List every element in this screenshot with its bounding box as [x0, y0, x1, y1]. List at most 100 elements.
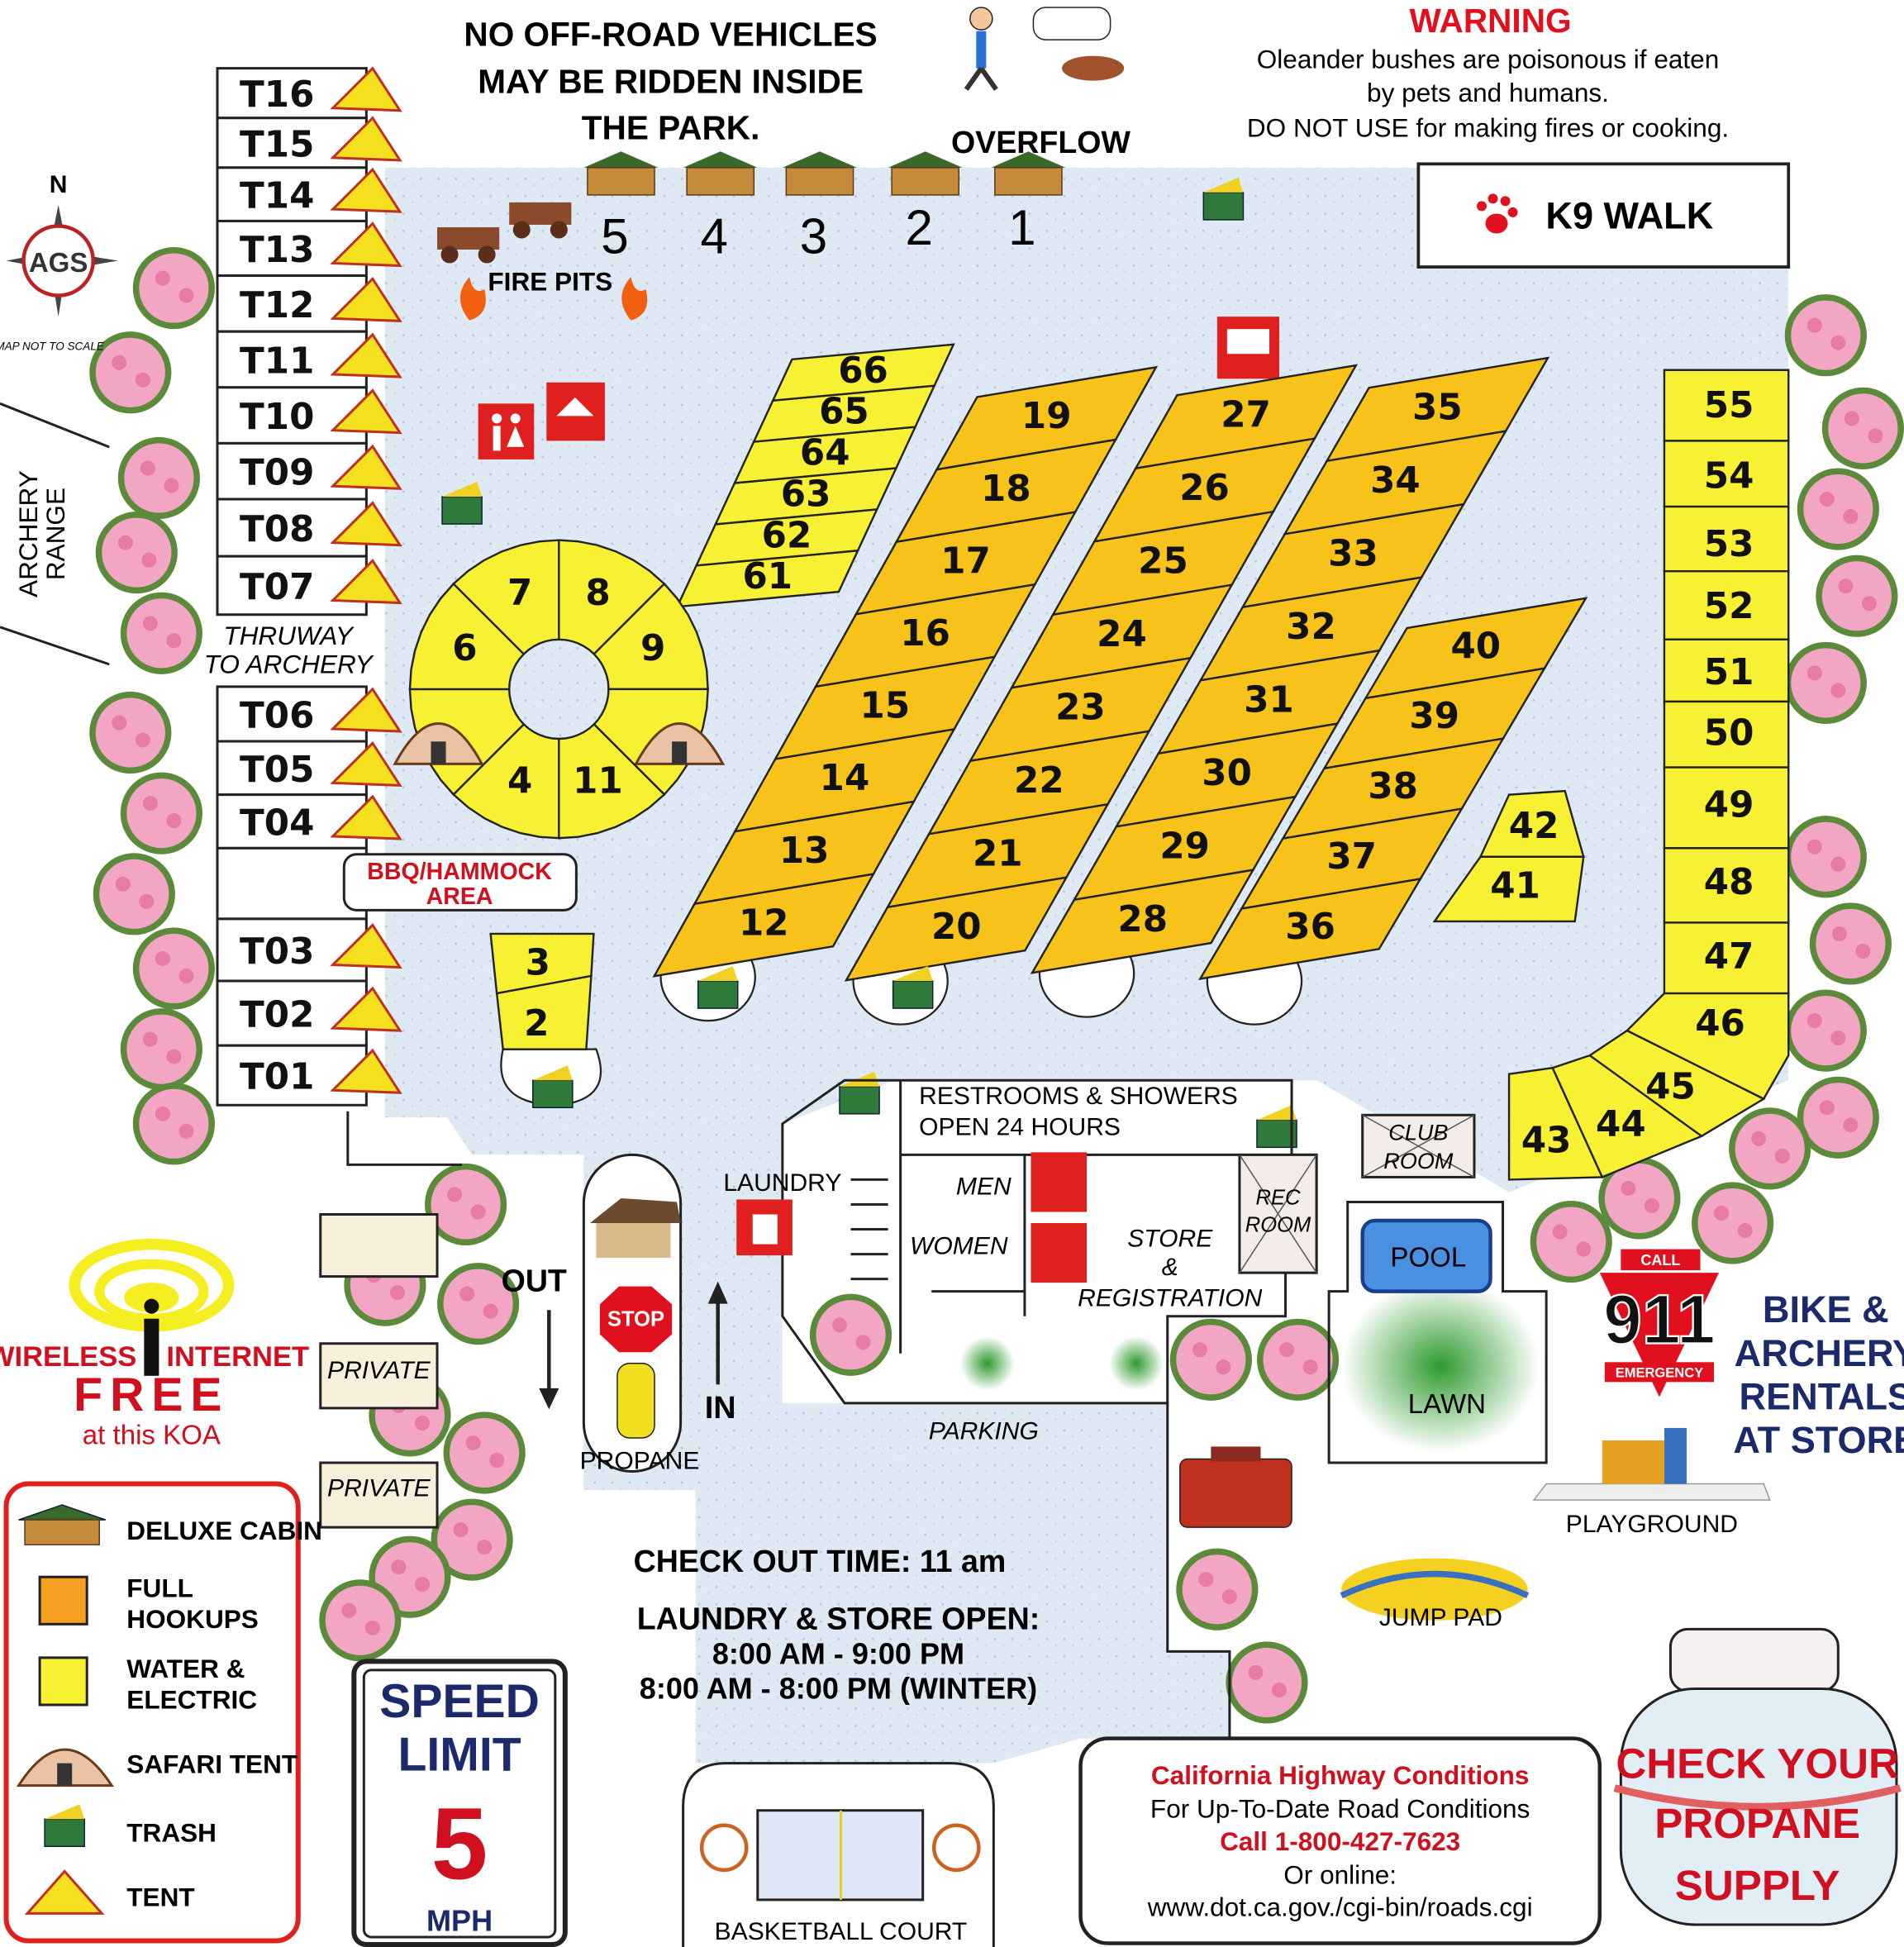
- site-11[interactable]: 11: [558, 722, 666, 840]
- site-32[interactable]: 32: [1198, 576, 1424, 682]
- site-41[interactable]: 41: [1432, 855, 1585, 923]
- site-38[interactable]: 38: [1281, 737, 1506, 840]
- basketball-court[interactable]: BASKETBALL COURT: [682, 1762, 995, 1947]
- rec-room[interactable]: REC ROOM: [1238, 1153, 1318, 1274]
- site-37[interactable]: 37: [1240, 807, 1464, 911]
- tent-site-t10[interactable]: T10: [216, 386, 402, 445]
- highway-line: For Up-To-Date Road Conditions: [1150, 1794, 1530, 1824]
- site-4[interactable]: 4: [452, 722, 560, 840]
- cabin-5[interactable]: 5: [583, 151, 659, 264]
- site-55[interactable]: 55: [1663, 369, 1790, 442]
- site-8[interactable]: 8: [558, 539, 666, 656]
- site-52[interactable]: 52: [1663, 569, 1790, 641]
- site-7[interactable]: 7: [452, 539, 560, 656]
- highway-title: California Highway Conditions: [1151, 1760, 1530, 1790]
- site-49[interactable]: 49: [1663, 766, 1790, 850]
- site-54[interactable]: 54: [1663, 440, 1790, 508]
- trash-icon: [44, 1804, 85, 1848]
- tent-site-t03[interactable]: T03: [216, 917, 402, 983]
- site-34[interactable]: 34: [1283, 430, 1508, 536]
- oleander-bush: [120, 772, 202, 854]
- site-16[interactable]: 16: [813, 583, 1037, 688]
- site-33[interactable]: 33: [1240, 502, 1466, 609]
- rec-room-label: ROOM: [1245, 1214, 1311, 1237]
- notice-line-1: NO OFF-ROAD VEHICLES: [464, 16, 877, 54]
- site-14[interactable]: 14: [733, 727, 956, 833]
- site-61[interactable]: 61: [675, 549, 860, 608]
- site-48[interactable]: 48: [1663, 847, 1790, 924]
- site-47[interactable]: 47: [1663, 921, 1790, 995]
- safari-tent-site[interactable]: [593, 688, 726, 797]
- site-50[interactable]: 50: [1663, 700, 1790, 769]
- fire-pit-icon: [621, 277, 648, 321]
- site-19[interactable]: 19: [935, 365, 1159, 471]
- site-63[interactable]: 63: [713, 467, 898, 526]
- tent-site-t02[interactable]: T02: [216, 979, 402, 1047]
- jump-pad[interactable]: JUMP PAD: [1340, 1558, 1530, 1631]
- tent-site-t09[interactable]: T09: [216, 441, 402, 501]
- site-18[interactable]: 18: [894, 438, 1118, 544]
- site-43[interactable]: 43: [1507, 1066, 1604, 1181]
- highway-url[interactable]: www.dot.ca.gov./cgi-bin/roads.cgi: [1147, 1892, 1533, 1921]
- tent-site-t04[interactable]: T04: [216, 793, 402, 850]
- site-42[interactable]: 42: [1478, 789, 1585, 858]
- tent-site-t07[interactable]: T07: [216, 555, 402, 616]
- men-label: MEN: [956, 1173, 1011, 1200]
- site-51[interactable]: 51: [1663, 638, 1790, 703]
- site-39[interactable]: 39: [1322, 667, 1547, 770]
- entrance-lane: STOP PROPANE OUT IN LAUNDRY: [502, 1153, 841, 1475]
- tent-site-t08[interactable]: T08: [216, 497, 402, 558]
- bbq-hammock-area[interactable]: BBQ/HAMMOCK AREA: [342, 853, 578, 912]
- site-35[interactable]: 35: [1325, 356, 1550, 463]
- tent-site-t12[interactable]: T12: [216, 274, 402, 333]
- propane-sign-line: CHECK YOUR: [1616, 1740, 1899, 1788]
- site-number: 12: [739, 902, 789, 944]
- tent-site-t14[interactable]: T14: [216, 166, 402, 222]
- safari-tent-site[interactable]: [393, 688, 526, 797]
- playground[interactable]: PLAYGROUND: [1532, 1427, 1771, 1538]
- cabin-4[interactable]: 4: [683, 151, 758, 264]
- site-6[interactable]: 6: [408, 582, 526, 691]
- site-62[interactable]: 62: [694, 507, 879, 567]
- site-2[interactable]: 2: [495, 974, 593, 1050]
- oleander-bush: [437, 1263, 520, 1345]
- tent-site-t11[interactable]: T11: [216, 330, 402, 389]
- site-30[interactable]: 30: [1114, 722, 1340, 828]
- site-3[interactable]: 3: [489, 932, 595, 995]
- fire-pits: FIRE PITS: [459, 267, 648, 321]
- tent-icon: [330, 740, 402, 787]
- k9-walk-label: K9 WALK: [1545, 194, 1713, 236]
- site-66[interactable]: 66: [771, 343, 955, 402]
- tent-site-t13[interactable]: T13: [216, 219, 402, 278]
- oleander-bush: [1784, 294, 1867, 377]
- tent-site-t05[interactable]: T05: [216, 740, 402, 797]
- legend-item: TRASH: [44, 1804, 217, 1848]
- highway-phone[interactable]: Call 1-800-427-7623: [1220, 1826, 1460, 1856]
- site-27[interactable]: 27: [1134, 364, 1359, 470]
- pool: [1360, 1218, 1492, 1293]
- site-53[interactable]: 53: [1663, 505, 1790, 573]
- site-26[interactable]: 26: [1092, 437, 1317, 543]
- k9-walk[interactable]: K9 WALK: [1416, 162, 1791, 269]
- cabin-3[interactable]: 3: [782, 151, 858, 264]
- site-40[interactable]: 40: [1364, 597, 1588, 700]
- thruway-line: TO ARCHERY: [204, 649, 374, 678]
- tent-site-t06[interactable]: T06: [216, 685, 402, 743]
- site-number: 54: [1704, 455, 1754, 497]
- club-room[interactable]: CLUB ROOM: [1361, 1113, 1476, 1178]
- legend-label: DELUXE CABIN: [126, 1516, 322, 1545]
- oleander-bush: [1797, 468, 1879, 550]
- thruway-line: THRUWAY: [223, 621, 355, 650]
- site-number: 20: [931, 907, 982, 948]
- cabin-1[interactable]: 1: [991, 151, 1066, 255]
- site-number: 32: [1286, 607, 1336, 648]
- site-64[interactable]: 64: [733, 426, 917, 484]
- wifi-icon: [144, 1318, 159, 1376]
- site-46[interactable]: 46: [1625, 992, 1790, 1101]
- tent-site-t15[interactable]: T15: [216, 116, 402, 169]
- compass-north-label: N: [50, 171, 68, 198]
- tent-site-t01[interactable]: T01: [216, 1044, 402, 1107]
- tent-site-t16[interactable]: T16: [216, 66, 402, 120]
- cabin-2[interactable]: 2: [888, 151, 963, 255]
